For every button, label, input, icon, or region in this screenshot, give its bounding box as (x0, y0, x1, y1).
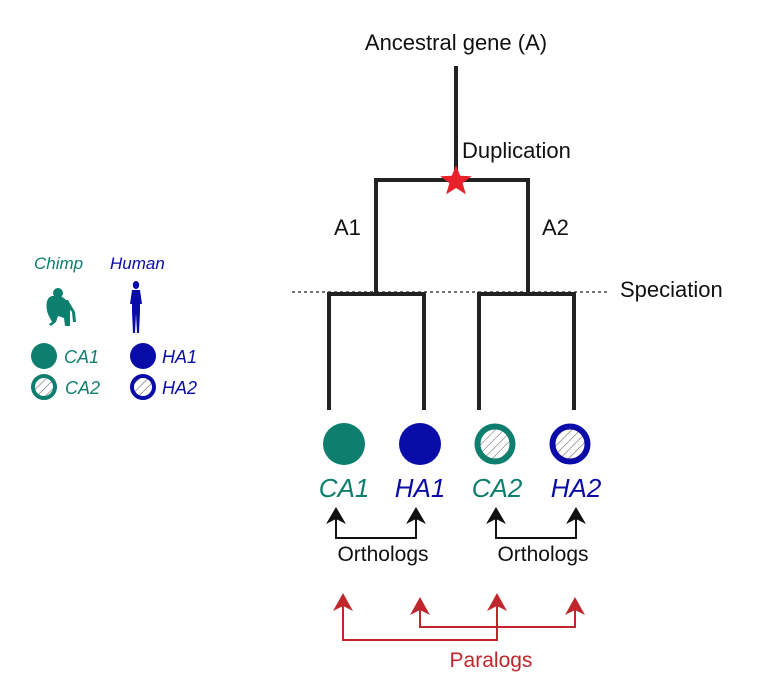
ancestral-gene-label: Ancestral gene (A) (365, 30, 547, 55)
legend-human-label: Human (110, 254, 165, 273)
duplication-label: Duplication (462, 138, 571, 163)
legend-ca2-circle-icon (31, 374, 57, 400)
legend-ha1-label: HA1 (162, 347, 197, 367)
arrow-up-icon (406, 507, 426, 524)
legend: Chimp Human CA1 CA2 HA1 HA2 (31, 254, 197, 400)
ha1-circle-icon (399, 423, 441, 465)
orthologs-bracket-1 (335, 514, 417, 539)
leaf-label-ha2: HA2 (551, 473, 602, 503)
legend-chimp-label: Chimp (34, 254, 83, 273)
branch-a2-label: A2 (542, 215, 569, 240)
arrow-up-icon (333, 593, 353, 611)
branch-a1-label: A1 (334, 215, 361, 240)
leaf-label-ca1: CA1 (319, 473, 370, 503)
orthologs-label-2: Orthologs (497, 543, 588, 566)
leaf-label-ha1: HA1 (395, 473, 446, 503)
legend-ca1-label: CA1 (64, 347, 99, 367)
ha2-circle-icon (549, 423, 591, 465)
arrow-up-icon (410, 597, 430, 615)
arrow-up-icon (565, 597, 585, 615)
orthologs-label-1: Orthologs (337, 543, 428, 566)
duplication-star-icon (440, 165, 472, 195)
leaf-label-ca2: CA2 (472, 473, 523, 503)
legend-ca2-label: CA2 (65, 378, 100, 398)
ca2-circle-icon (474, 423, 516, 465)
chimp-icon (46, 288, 76, 326)
arrow-up-icon (487, 593, 507, 611)
legend-ha1-circle-icon (130, 343, 156, 369)
paralogs-label: Paralogs (450, 649, 533, 672)
legend-ha2-circle-icon (130, 374, 156, 400)
arrow-up-icon (566, 507, 586, 524)
tree-lines (327, 66, 576, 410)
arrow-up-icon (326, 507, 346, 524)
arrow-up-icon (486, 507, 506, 524)
paralogs-brackets (342, 602, 576, 641)
speciation-label: Speciation (620, 277, 723, 302)
ca1-circle-icon (323, 423, 365, 465)
orthologs-bracket-2 (495, 514, 577, 539)
legend-ca1-circle-icon (31, 343, 57, 369)
legend-ha2-label: HA2 (162, 378, 197, 398)
human-icon (130, 281, 142, 333)
